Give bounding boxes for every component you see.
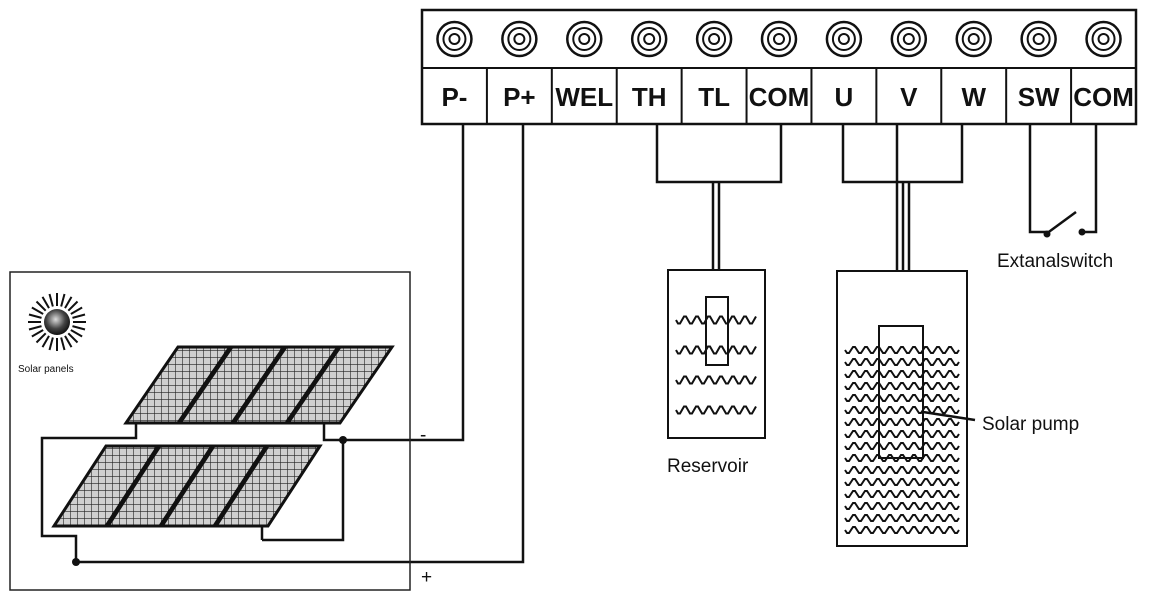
terminal-screw-icon bbox=[630, 20, 668, 58]
terminal-label: V bbox=[900, 82, 918, 112]
sun-icon bbox=[28, 293, 86, 351]
terminal-screw-icon bbox=[825, 20, 863, 58]
terminal-screw-icon bbox=[1085, 20, 1122, 58]
reservoir-label: Reservoir bbox=[667, 456, 749, 477]
terminal-label: SW bbox=[1018, 82, 1060, 112]
terminal-screw-icon bbox=[1020, 20, 1057, 58]
terminal-label: WEL bbox=[555, 82, 613, 112]
reservoir bbox=[667, 269, 766, 439]
negative-sign: - bbox=[420, 425, 426, 446]
terminal-screw-icon bbox=[695, 20, 733, 58]
terminal-label: TL bbox=[698, 82, 730, 112]
terminal-screw-icon bbox=[566, 20, 603, 58]
positive-sign: + bbox=[421, 567, 432, 588]
pump-leader-line bbox=[922, 410, 976, 422]
terminal-label: U bbox=[835, 82, 854, 112]
solar-panels-label: Solar panels bbox=[18, 364, 74, 375]
terminal-label: W bbox=[961, 82, 986, 112]
terminal-screw-icon bbox=[955, 20, 992, 58]
terminal-screw-icon bbox=[436, 20, 473, 58]
solar-array bbox=[9, 271, 411, 591]
terminal-block: P- P+ WEL TH TL COM U V W SW COM bbox=[420, 8, 1138, 126]
pump-well bbox=[836, 270, 976, 547]
terminal-label: P+ bbox=[503, 82, 536, 112]
solar-pump-label: Solar pump bbox=[982, 414, 1079, 435]
external-switch-label: Extanalswitch bbox=[997, 251, 1113, 272]
terminal-screw-icon bbox=[501, 20, 538, 58]
terminal-label: COM bbox=[1073, 82, 1134, 112]
terminal-label: TH bbox=[632, 82, 667, 112]
terminal-label: P- bbox=[441, 82, 467, 112]
terminal-label: COM bbox=[749, 82, 810, 112]
terminal-screw-icon bbox=[890, 20, 928, 58]
terminal-screw-icon bbox=[760, 20, 798, 58]
